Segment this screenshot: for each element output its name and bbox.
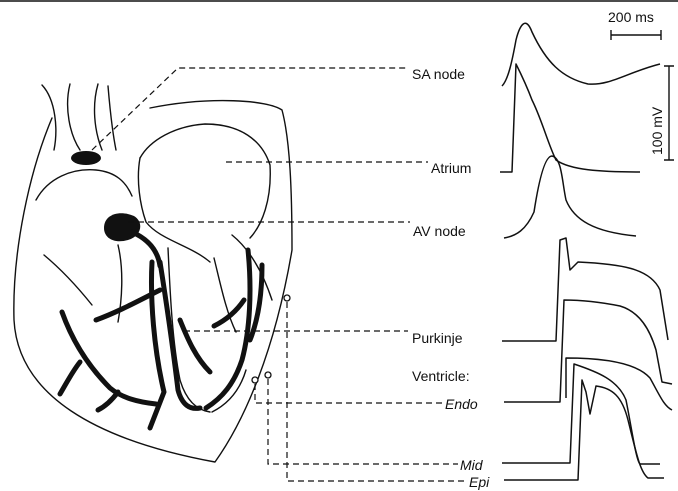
- trace-av-node: [504, 156, 636, 238]
- label-mid: Mid: [460, 457, 484, 473]
- endo-electrode-marker: [252, 377, 258, 383]
- av-node-blob: [104, 213, 140, 241]
- leader-mid: [268, 379, 458, 464]
- leader-endo: [255, 384, 442, 403]
- voltage-scale-label: 100 mV: [649, 106, 665, 155]
- label-sa-node: SA node: [412, 66, 465, 82]
- purkinje-fiber-left-4: [98, 392, 118, 410]
- action-potential-traces: [500, 23, 672, 480]
- purkinje-fiber-left-3: [60, 362, 80, 394]
- label-epi: Epi: [469, 474, 490, 490]
- leader-epi: [287, 302, 466, 481]
- time-scale-label: 200 ms: [608, 9, 654, 25]
- voltage-scale-bar: [664, 66, 674, 160]
- epi-electrode-marker: [284, 295, 290, 301]
- leader-sa-node: [92, 68, 408, 150]
- purkinje-fiber-right-1: [180, 320, 210, 372]
- label-av-node: AV node: [413, 223, 466, 239]
- left-atrium-wall: [140, 124, 270, 238]
- time-scale-bar: [611, 30, 661, 40]
- label-endo: Endo: [445, 396, 478, 412]
- trace-endo: [504, 300, 672, 402]
- label-purkinje: Purkinje: [412, 330, 463, 346]
- superior-vena-cava: [95, 84, 116, 150]
- mid-electrode-marker: [265, 372, 271, 378]
- heart-diagram: [14, 84, 292, 462]
- right-atrium-wall: [36, 170, 132, 200]
- purkinje-fiber-right-2: [206, 250, 250, 408]
- label-ventricle: Ventricle:: [412, 368, 470, 384]
- sa-node-dot: [71, 151, 101, 165]
- trace-sa-node: [502, 23, 660, 86]
- label-atrium: Atrium: [431, 160, 471, 176]
- tricuspid-valve: [44, 245, 122, 322]
- bundle-of-his: [132, 232, 160, 266]
- trace-epi: [504, 380, 664, 480]
- purkinje-fiber-left-2: [62, 312, 156, 404]
- leader-lines: [92, 68, 466, 481]
- interventricular-septum: [168, 248, 210, 412]
- region-labels: SA node Atrium AV node Purkinje Ventricl…: [412, 66, 490, 490]
- aorta: [42, 84, 80, 150]
- scale-bars: 200 ms 100 mV: [608, 9, 674, 160]
- left-bundle-branch: [160, 262, 200, 408]
- trace-atrium: [500, 64, 640, 172]
- trace-purkinje: [502, 238, 668, 341]
- left-ventricle-inner-wall: [212, 370, 246, 412]
